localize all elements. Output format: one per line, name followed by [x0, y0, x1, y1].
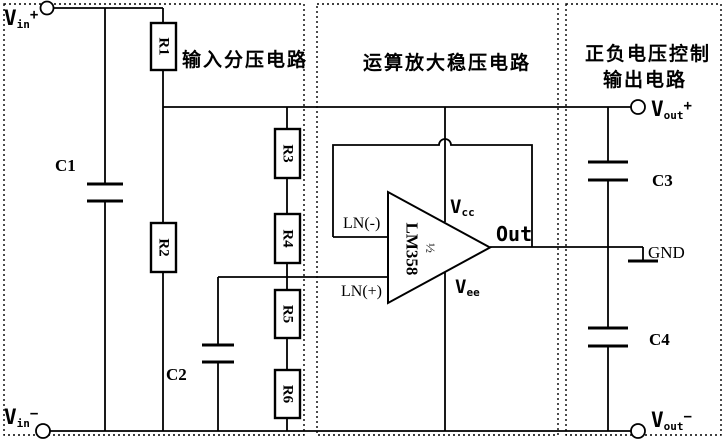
opamp-vcc-label: Vcc [450, 196, 475, 219]
resistor-r4-label: R4 [280, 229, 296, 248]
gnd-label: GND [648, 243, 685, 262]
resistor-r1-body [149, 21, 178, 72]
opamp-noninverting-label: LN(+) [341, 283, 382, 300]
vin-minus-label: Vin− [4, 405, 38, 430]
capacitor-c2-label: C2 [166, 365, 187, 384]
resistor-r4-body [273, 212, 302, 265]
resistor-r3-label: R3 [280, 144, 296, 162]
resistor-r1-label: R1 [156, 37, 172, 55]
terminal-vin-minus [35, 423, 51, 439]
section-title-output-control-line2: 输出电路 [603, 68, 687, 91]
opamp-vee-label: Vee [455, 276, 480, 299]
wire-feedback-loop [332, 138, 533, 247]
resistor-r6-body [273, 368, 302, 420]
section-box-input-divider [3, 3, 305, 436]
resistor-r5-label: R5 [280, 305, 296, 323]
resistor-r5-body [273, 288, 302, 340]
resistor-r3-body [273, 127, 302, 180]
section-box-opamp-regulator [316, 3, 559, 436]
vout-plus-label: Vout+ [651, 97, 692, 122]
opamp-part-label: LM358 [403, 223, 422, 276]
terminal-vout-minus [630, 423, 646, 439]
section-title-input-divider: 输入分压电路 [182, 48, 308, 71]
vout-minus-label: Vout− [651, 408, 692, 433]
section-title-opamp-regulator: 运算放大稳压电路 [363, 51, 531, 74]
opamp-inverting-label: LN(-) [343, 215, 380, 232]
section-box-output-control [565, 3, 722, 436]
terminal-vout-plus [630, 99, 646, 115]
resistor-r2-label: R2 [156, 238, 172, 256]
terminal-vin-plus [39, 0, 55, 16]
capacitor-c1-label: C1 [55, 156, 76, 175]
opamp-out-label: Out [496, 222, 532, 246]
capacitor-c4-label: C4 [649, 330, 670, 349]
section-title-output-control-line1: 正负电压控制 [585, 42, 711, 65]
opamp-triangle [387, 190, 493, 305]
opamp-half-label: ½ [424, 243, 439, 253]
resistor-r2-body [149, 221, 178, 274]
vin-plus-label: Vin+ [4, 6, 38, 31]
capacitor-c3-label: C3 [652, 171, 673, 190]
resistor-r6-label: R6 [280, 385, 296, 404]
